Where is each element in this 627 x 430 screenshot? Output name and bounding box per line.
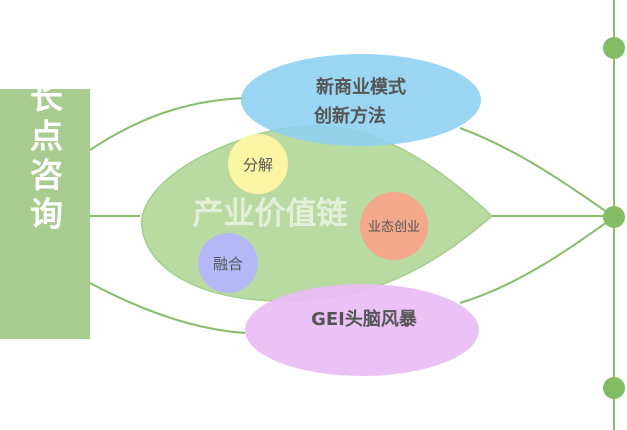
fusion-circle: [198, 233, 258, 293]
connector-bottom: [89, 282, 246, 334]
brainstorm-label: GEI头脑风暴: [311, 308, 418, 330]
timeline-dot-bottom: [603, 377, 625, 399]
left-label-text: 增长点咨询: [25, 41, 64, 236]
split-label: 分解: [243, 156, 273, 174]
ecosystem-label: 业态创业: [368, 220, 420, 235]
connector-top-right: [459, 127, 615, 218]
split-circle: [228, 134, 288, 194]
fusion-label: 融合: [213, 255, 243, 273]
timeline-dot-top: [603, 37, 625, 59]
connector-top: [89, 97, 246, 151]
ecosystem-circle: [360, 192, 428, 260]
business-model-oval: [241, 54, 481, 146]
brainstorm-oval: [245, 284, 479, 376]
business-model-line1: 新商业模式: [316, 76, 406, 98]
left-label-bar: [0, 89, 90, 339]
connector-bottom-right: [459, 216, 615, 304]
business-model-line2: 创新方法: [313, 105, 386, 127]
timeline-dot-middle: [603, 206, 625, 228]
value-chain-label: 产业价值链: [193, 196, 348, 232]
